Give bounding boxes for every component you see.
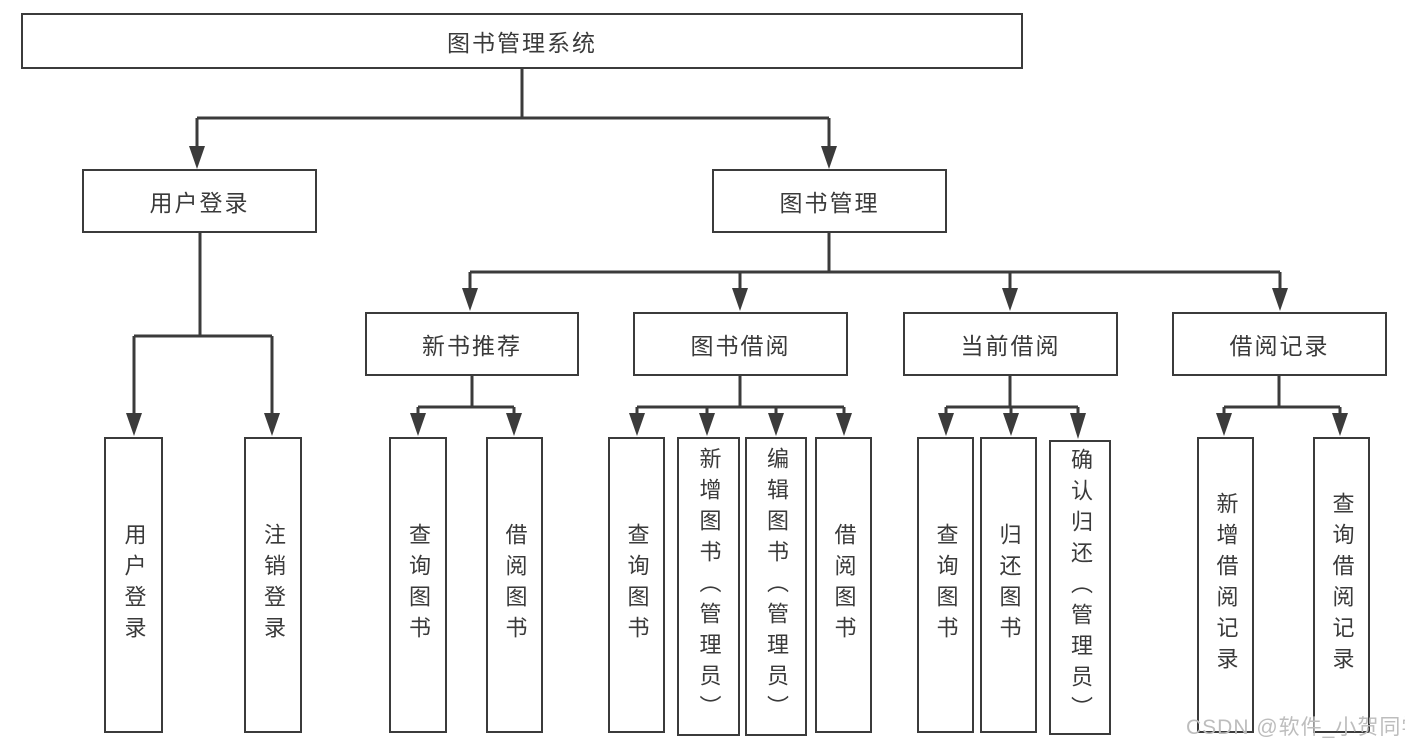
watermark: CSDN @软件_小贺同学 (1186, 716, 1405, 739)
leaf-borrow-books-borrowing: 借阅图书 (815, 437, 872, 733)
node-label: 当前借阅 (960, 333, 1061, 359)
node-book-management: 图书管理 (712, 169, 947, 233)
leaf-query-books-borrowing: 查询图书 (608, 437, 665, 733)
node-label: 查询借阅记录 (1329, 492, 1355, 678)
leaf-add-borrow-record: 新增借阅记录 (1197, 437, 1254, 733)
node-label: 新增借阅记录 (1213, 492, 1239, 678)
node-label: 用户登录 (121, 523, 147, 647)
node-label: 图书借阅 (690, 333, 791, 359)
node-label: 编辑图书（管理员） (764, 447, 789, 726)
node-label: 确认归还（管理员） (1068, 448, 1093, 727)
leaf-add-books-admin: 新增图书（管理员） (677, 437, 740, 736)
node-borrowing-records: 借阅记录 (1172, 312, 1387, 376)
node-label: 借阅图书 (502, 523, 528, 647)
node-label: 借阅图书 (831, 523, 857, 647)
node-label: 图书管理 (779, 190, 880, 216)
node-label: 新增图书（管理员） (696, 447, 722, 726)
leaf-user-login: 用户登录 (104, 437, 163, 733)
node-current-borrowing: 当前借阅 (903, 312, 1118, 376)
leaf-query-books-recommend: 查询图书 (389, 437, 447, 733)
node-label: 借阅记录 (1229, 333, 1330, 359)
leaf-logout-login: 注销登录 (244, 437, 302, 733)
node-label: 查询图书 (933, 523, 959, 647)
node-label: 用户登录 (149, 190, 250, 216)
leaf-query-borrow-record: 查询借阅记录 (1313, 437, 1370, 733)
node-label: 注销登录 (261, 523, 286, 647)
leaf-query-books-current: 查询图书 (917, 437, 974, 733)
node-user-login: 用户登录 (82, 169, 317, 233)
leaf-edit-books-admin: 编辑图书（管理员） (745, 437, 807, 736)
node-book-borrowing: 图书借阅 (633, 312, 848, 376)
node-label: 查询图书 (624, 523, 650, 647)
leaf-borrow-books-recommend: 借阅图书 (486, 437, 543, 733)
node-new-book-recommendation: 新书推荐 (365, 312, 579, 376)
node-label: 归还图书 (996, 523, 1022, 647)
node-label: 图书管理系统 (447, 30, 597, 56)
node-library-management-system: 图书管理系统 (21, 13, 1023, 69)
node-label: 查询图书 (406, 523, 431, 647)
leaf-confirm-return-admin: 确认归还（管理员） (1049, 440, 1111, 735)
leaf-return-books: 归还图书 (980, 437, 1037, 733)
node-label: 新书推荐 (422, 333, 522, 359)
